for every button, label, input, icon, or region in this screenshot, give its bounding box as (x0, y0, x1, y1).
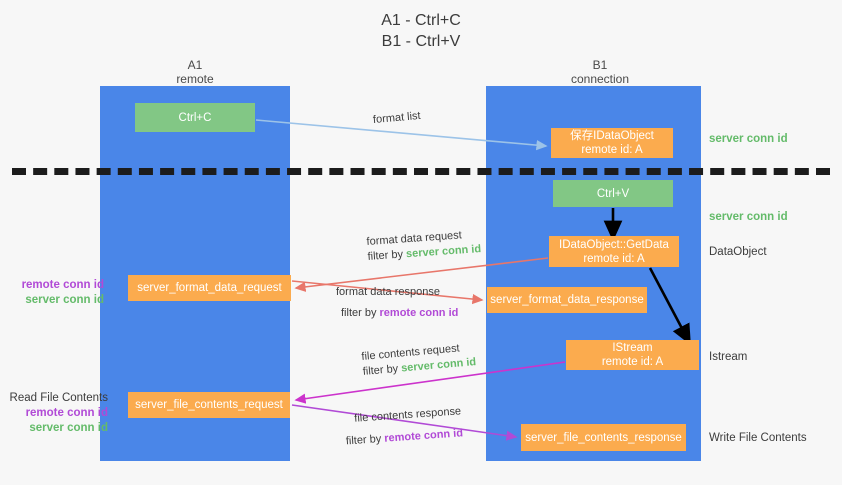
node-server-format-data-response-label: server_format_data_response (490, 294, 644, 306)
edge-label-format-list: format list (372, 109, 422, 128)
edge-label-format-data-request-filter-value: server conn id (405, 243, 482, 261)
node-save-idataobject-sublabel: remote id: A (581, 144, 643, 156)
column-b1-role: connection (570, 72, 630, 86)
right-label-server-conn-id-mid: server conn id (709, 211, 788, 223)
edge-label-format-data-request-filter-prefix: filter by (367, 248, 407, 263)
left-label-group-2-remote: remote conn id (25, 407, 108, 419)
edge-label-file-contents-response-filter-value: remote conn id (383, 427, 464, 445)
node-istream[interactable]: IStream remote id: A (566, 340, 699, 370)
title-line-1: A1 - Ctrl+C (381, 12, 461, 29)
edge-label-format-data-response-line1: format data response (336, 286, 440, 298)
node-server-format-data-response[interactable]: server_format_data_response (487, 287, 647, 313)
edge-label-file-contents-response-line1: file contents response (353, 405, 462, 425)
edge-label-format-data-response: format data response filter by remote co… (336, 285, 458, 321)
right-label-write-file-contents: Write File Contents (709, 432, 807, 444)
node-server-format-data-request[interactable]: server_format_data_request (128, 275, 291, 301)
node-save-idataobject[interactable]: 保存IDataObject remote id: A (551, 128, 673, 158)
node-istream-sublabel: remote id: A (601, 356, 664, 368)
left-label-group-2-server: server conn id (29, 422, 108, 434)
column-b1-name: B1 (592, 58, 608, 72)
node-server-file-contents-response-label: server_file_contents_response (525, 431, 682, 444)
phase-divider (12, 168, 830, 175)
edge-label-format-data-request: format data request filter by server con… (366, 227, 482, 265)
edge-label-format-data-response-filter-prefix: filter by (341, 307, 380, 319)
left-label-group-2: Read File Contents remote conn id server… (8, 391, 108, 436)
node-server-format-data-request-label: server_format_data_request (137, 282, 282, 294)
right-label-server-conn-id-top: server conn id (709, 133, 788, 145)
column-header-b1: B1 connection (520, 58, 680, 86)
left-label-group-1: remote conn id server conn id (8, 278, 104, 308)
title-line-2: B1 - Ctrl+V (381, 33, 461, 50)
edge-label-file-contents-request-filter-prefix: filter by (362, 362, 402, 378)
edge-label-file-contents-response: file contents response filter by remote … (345, 404, 464, 448)
right-label-istream: Istream (709, 351, 748, 363)
node-server-file-contents-request-label: server_file_contents_request (135, 399, 283, 411)
node-ctrl-v[interactable]: Ctrl+V (553, 180, 673, 207)
column-a1-name: A1 (187, 58, 203, 72)
edge-label-file-contents-request-filter-value: server conn id (400, 356, 477, 375)
node-ctrl-c[interactable]: Ctrl+C (135, 103, 255, 132)
node-istream-label: IStream (612, 342, 653, 354)
node-server-file-contents-response[interactable]: server_file_contents_response (521, 424, 686, 451)
edge-label-file-contents-response-filter-prefix: filter by (345, 432, 385, 448)
edge-label-format-list-text: format list (372, 109, 422, 127)
right-label-dataobject: DataObject (709, 246, 767, 258)
node-ctrl-v-label: Ctrl+V (596, 187, 630, 200)
node-getdata[interactable]: IDataObject::GetData remote id: A (549, 236, 679, 267)
node-save-idataobject-label: 保存IDataObject (570, 130, 654, 142)
node-getdata-sublabel: remote id: A (583, 252, 645, 265)
column-a1-role: remote (176, 72, 214, 86)
left-label-read-file-contents: Read File Contents (9, 392, 108, 404)
node-ctrl-c-label: Ctrl+C (178, 111, 212, 124)
left-label-group-1-server: server conn id (25, 294, 104, 306)
column-header-a1: A1 remote (120, 58, 270, 86)
left-label-group-1-remote: remote conn id (21, 279, 104, 291)
edge-label-file-contents-request: file contents request filter by server c… (361, 340, 477, 380)
page-title: A1 - Ctrl+C B1 - Ctrl+V (0, 10, 842, 52)
edge-label-format-data-response-filter-value: remote conn id (379, 307, 459, 319)
node-server-file-contents-request[interactable]: server_file_contents_request (128, 392, 290, 418)
node-getdata-label: IDataObject::GetData (559, 238, 669, 251)
